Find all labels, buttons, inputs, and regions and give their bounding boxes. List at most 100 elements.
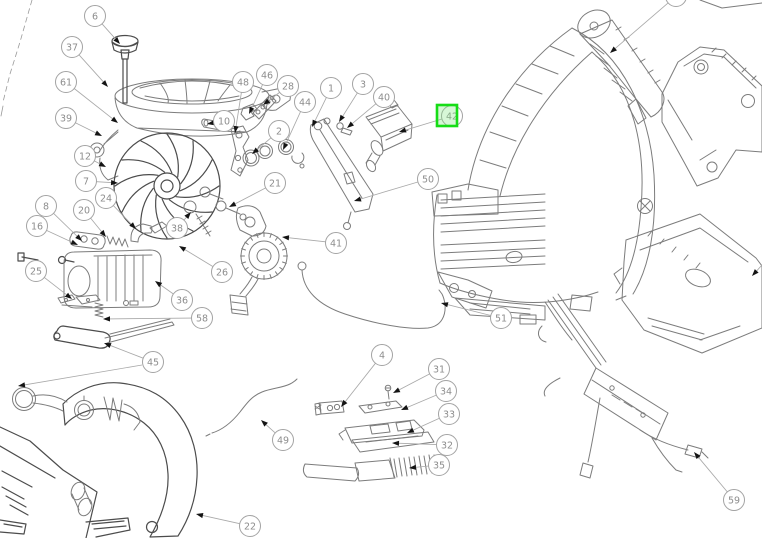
callout-28[interactable]: 28 [263, 75, 299, 106]
callout-22[interactable]: 22 [196, 513, 261, 537]
leader-arrowhead [249, 106, 255, 114]
callout-59[interactable]: 59 [694, 452, 745, 511]
callout-circle[interactable] [417, 168, 439, 190]
callout-8[interactable]: 8 [35, 195, 83, 242]
callout-24[interactable]: 24 [95, 187, 137, 230]
callout-3[interactable]: 3 [339, 73, 374, 123]
leader-line [411, 417, 440, 432]
leader-line [284, 111, 301, 146]
callout-circle[interactable] [320, 77, 342, 99]
callout-45[interactable]: 45 [104, 343, 164, 373]
leader-line [343, 362, 376, 404]
callout-32[interactable]: 32 [392, 434, 458, 456]
callout-circle[interactable] [264, 172, 286, 194]
callout-50[interactable]: 50 [354, 168, 439, 202]
leader-arrowhead [339, 114, 345, 122]
callout-61[interactable]: 61 [55, 71, 119, 124]
callout-circle[interactable] [25, 260, 47, 282]
callout-48[interactable]: 48 [232, 71, 254, 134]
callout-number: 25 [30, 266, 42, 277]
callout-circle[interactable] [55, 107, 77, 129]
small-screws-part [17, 252, 75, 265]
callout-circle[interactable] [75, 170, 97, 192]
callout-circle[interactable] [665, 0, 687, 7]
callout-20[interactable]: 20 [73, 199, 107, 238]
callout-circle[interactable] [436, 434, 458, 456]
leader-arrowhead [75, 234, 82, 241]
callout-circle[interactable] [277, 75, 299, 97]
callout-circle[interactable] [232, 71, 254, 93]
callout-10[interactable]: 10 [207, 110, 235, 132]
callout-36[interactable]: 36 [155, 281, 193, 311]
callout-circle[interactable] [73, 199, 95, 221]
leader-line [396, 442, 437, 446]
callout-circle[interactable] [371, 344, 393, 366]
callout-circle[interactable] [239, 515, 261, 537]
flywheel-fan-part [113, 132, 221, 240]
callout-circle[interactable] [95, 187, 117, 209]
callout-circle[interactable] [268, 120, 290, 142]
callout-circle[interactable] [26, 215, 48, 237]
handle-part [12, 382, 198, 538]
callout-35[interactable]: 35 [409, 454, 450, 476]
callout-circle[interactable] [213, 110, 235, 132]
callout-39[interactable]: 39 [55, 107, 103, 137]
callout-circle[interactable] [294, 91, 316, 113]
callout-46[interactable]: 46 [249, 64, 278, 115]
callout-circle[interactable] [325, 232, 347, 254]
callout-circle[interactable] [272, 429, 294, 451]
callout-1[interactable]: 1 [312, 77, 342, 128]
callout-31[interactable]: 31 [393, 358, 450, 394]
leader-line [350, 103, 377, 126]
callout-40[interactable]: 40 [347, 86, 395, 129]
callout-circle[interactable] [438, 403, 460, 425]
callout-circle[interactable] [191, 307, 213, 329]
stator-tooth [279, 241, 284, 245]
callout-circle[interactable] [428, 358, 450, 380]
leader-arrowhead [261, 420, 268, 427]
callout-circle[interactable] [35, 195, 57, 217]
callout-4[interactable]: 4 [341, 344, 393, 408]
callout-circle[interactable] [166, 217, 188, 239]
callout-circle[interactable] [74, 145, 96, 167]
callout-12[interactable]: 12 [74, 145, 107, 168]
callout-circle[interactable] [490, 307, 512, 329]
callout-34[interactable]: 34 [401, 380, 457, 411]
callout-circle[interactable] [211, 261, 233, 283]
callout-41[interactable]: 41 [282, 232, 347, 254]
selected-callout-highlight[interactable] [435, 103, 459, 128]
callout-circle[interactable] [55, 71, 77, 93]
callout-21[interactable]: 21 [229, 172, 286, 208]
callout-number: 48 [237, 77, 249, 88]
leader-line [445, 303, 491, 316]
callout-circle[interactable] [84, 5, 106, 27]
callout-25[interactable]: 25 [25, 260, 73, 300]
callout-33[interactable]: 33 [407, 403, 460, 434]
callout-7[interactable]: 7 [75, 170, 119, 192]
recoil-starter-part [114, 78, 291, 137]
page-edge-dashes [0, 0, 33, 117]
callout-circle[interactable] [256, 64, 278, 86]
callout-38[interactable]: 38 [166, 212, 192, 239]
leader-arrowhead [104, 343, 112, 348]
callout-circle[interactable] [171, 289, 193, 311]
callout-16[interactable]: 16 [26, 215, 79, 246]
callout-26[interactable]: 26 [179, 246, 233, 283]
callout-number: 6 [92, 11, 98, 22]
callout-6[interactable]: 6 [84, 5, 121, 45]
callout-circle[interactable] [723, 489, 745, 511]
callout-circle[interactable] [142, 351, 164, 373]
callout-circle[interactable] [435, 380, 457, 402]
callout-58[interactable]: 58 [103, 307, 213, 329]
callout-44[interactable]: 44 [283, 91, 316, 151]
callout-49[interactable]: 49 [261, 420, 294, 451]
callout-circle[interactable] [373, 86, 395, 108]
arm-part [53, 318, 175, 349]
callout-circle[interactable] [352, 73, 374, 95]
callout-2[interactable]: 2 [252, 120, 290, 155]
callout-circle[interactable] [61, 36, 83, 58]
callout-51[interactable]: 51 [441, 302, 512, 329]
callout-clipped[interactable] [610, 0, 687, 53]
callout-37[interactable]: 37 [61, 36, 109, 88]
callout-circle[interactable] [428, 454, 450, 476]
